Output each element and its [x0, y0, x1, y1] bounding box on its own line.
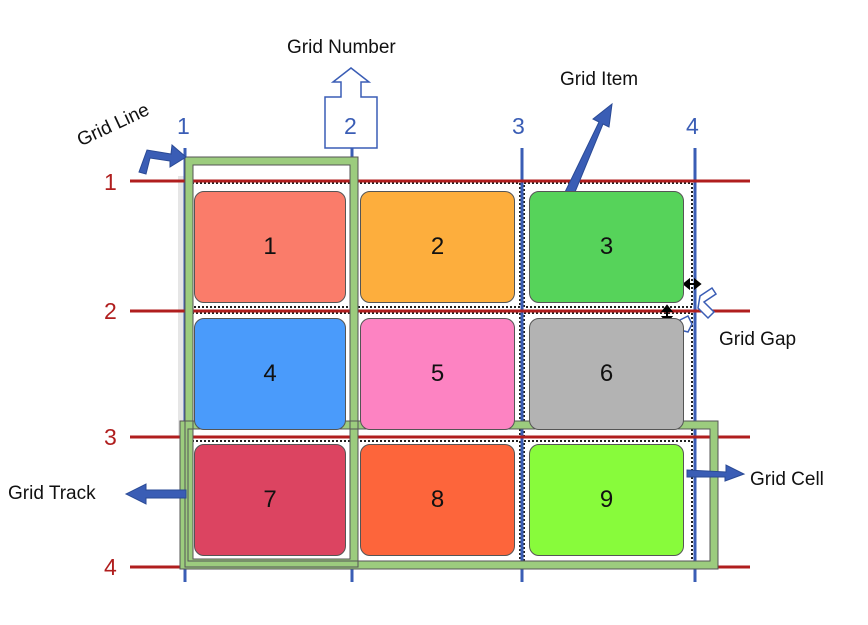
row-line-number-4: 4	[104, 554, 117, 580]
left-shadow	[178, 176, 186, 436]
grid-item-label: Grid Item	[560, 69, 639, 90]
grid-item-4: 4	[194, 318, 346, 430]
grid-line-arrow-icon	[138, 144, 187, 175]
grid-cell-arrow-icon	[686, 464, 746, 482]
grid-item-5: 5	[360, 318, 515, 430]
grid-item-6: 6	[529, 318, 684, 430]
column-line-number-1: 1	[177, 113, 190, 139]
grid-cell-label: Grid Cell	[750, 469, 824, 490]
grid-item-9: 9	[529, 444, 684, 556]
row-line-number-1: 1	[104, 169, 117, 195]
grid-number-label: Grid Number	[287, 37, 396, 58]
grid-item-2: 2	[360, 191, 515, 303]
column-line-number-3: 3	[512, 113, 525, 139]
grid-track-arrow-icon	[124, 483, 187, 505]
row-line-number-3: 3	[104, 424, 117, 450]
grid-item-7: 7	[194, 444, 346, 556]
grid-gap-label: Grid Gap	[719, 329, 797, 350]
column-line-number-2: 2	[344, 113, 357, 139]
grid-number-arrow-icon	[324, 67, 378, 149]
row-line-number-2: 2	[104, 298, 117, 324]
grid-item-3: 3	[529, 191, 684, 303]
grid-item-8: 8	[360, 444, 515, 556]
grid-item-1: 1	[194, 191, 346, 303]
column-line-number-4: 4	[686, 113, 699, 139]
grid-track-label: Grid Track	[8, 483, 96, 504]
